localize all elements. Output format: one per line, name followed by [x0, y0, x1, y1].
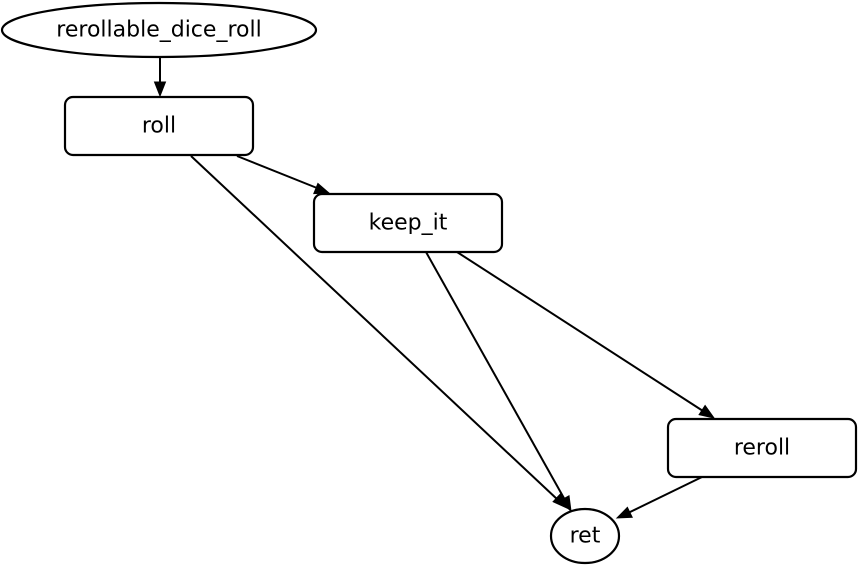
reroll-label: reroll: [734, 436, 790, 461]
node-roll: roll: [63, 95, 255, 157]
reroll-box: [666, 417, 858, 479]
keep-it-label: keep_it: [369, 211, 448, 236]
start-ellipse: [0, 1, 318, 59]
edge-start-to-roll: [153, 58, 167, 98]
node-keep-it: keep_it: [312, 192, 504, 254]
node-start: rerollable_dice_roll: [0, 1, 318, 59]
roll-box: [63, 95, 255, 157]
edge-reroll-to-ret: [615, 476, 703, 519]
edge-keep-it-to-ret: [425, 251, 572, 513]
ret-label: ret: [570, 524, 601, 549]
edge-roll-to-keep-it: [236, 155, 331, 195]
ret-ellipse: [549, 507, 621, 565]
roll-label: roll: [142, 114, 176, 139]
edges-layer: [153, 58, 716, 519]
node-ret: ret: [549, 507, 621, 565]
keep-it-box: [312, 192, 504, 254]
node-reroll: reroll: [666, 417, 858, 479]
start-label: rerollable_dice_roll: [56, 18, 261, 43]
edge-keep-it-to-reroll: [456, 251, 716, 419]
